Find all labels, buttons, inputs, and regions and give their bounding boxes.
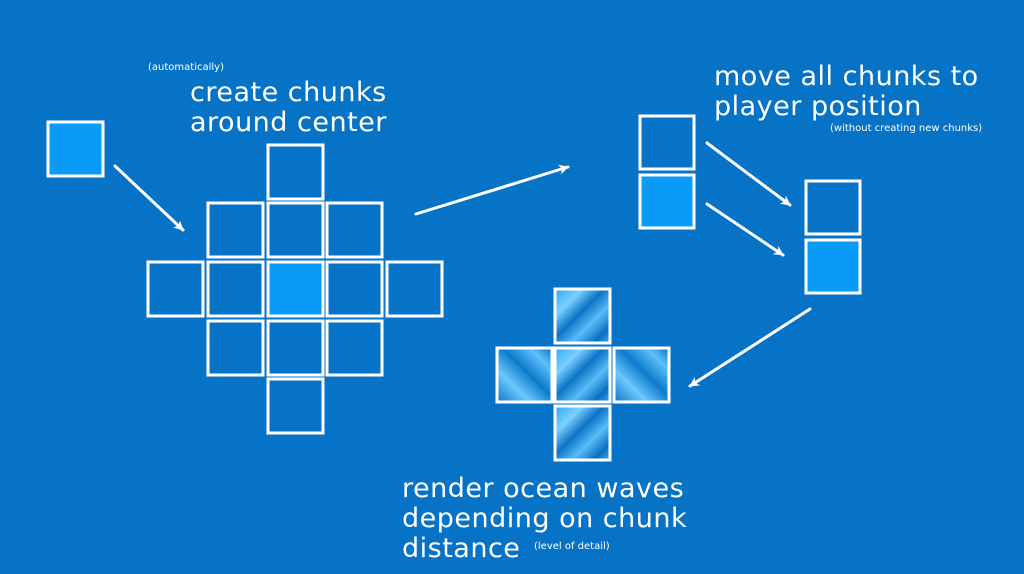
step2-title-line2: player position: [714, 91, 922, 122]
wave-chunk: [612, 346, 671, 404]
step3-title-line1: render ocean waves: [402, 473, 685, 504]
arrow-step2-to-step3: [688, 307, 812, 388]
grid-chunk: [206, 319, 265, 377]
move-source-chunk: [638, 114, 696, 171]
start-chunk: [46, 120, 105, 178]
grid-chunk: [146, 260, 205, 318]
arrow-move-top: [705, 141, 792, 207]
step3-title-line2: depending on chunk: [402, 503, 688, 534]
move-source-player-chunk: [638, 173, 696, 230]
arrow-step1-to-step2: [414, 164, 570, 216]
grid-chunk: [325, 201, 384, 259]
wave-chunk: [553, 404, 612, 462]
arrow-move-bottom: [705, 202, 785, 257]
step2-title-line1: move all chunks to: [714, 61, 979, 92]
center-chunk: [266, 260, 325, 318]
grid-chunk: [266, 143, 325, 201]
step1-note: (automatically): [148, 62, 224, 73]
grid-chunk: [266, 377, 325, 435]
grid-chunk: [266, 319, 325, 377]
step3-note: (level of detail): [534, 541, 610, 552]
grid-chunk: [206, 201, 265, 259]
grid-chunk: [385, 260, 444, 318]
grid-chunk: [266, 201, 325, 259]
step1-title-line2: around center: [190, 107, 387, 138]
wave-chunk: [553, 346, 612, 404]
move-target-chunk: [804, 179, 862, 236]
step1-title-line1: create chunks: [190, 77, 387, 108]
move-target-player-chunk: [804, 238, 862, 295]
wave-chunk: [495, 346, 554, 404]
step2-note: (without creating new chunks): [830, 123, 983, 134]
arrow-create: [113, 164, 185, 232]
grid-chunk: [325, 260, 384, 318]
step3-title-line3: distance: [402, 533, 521, 564]
grid-chunk: [325, 319, 384, 377]
grid-chunk: [206, 260, 265, 318]
wave-chunk: [553, 287, 612, 345]
